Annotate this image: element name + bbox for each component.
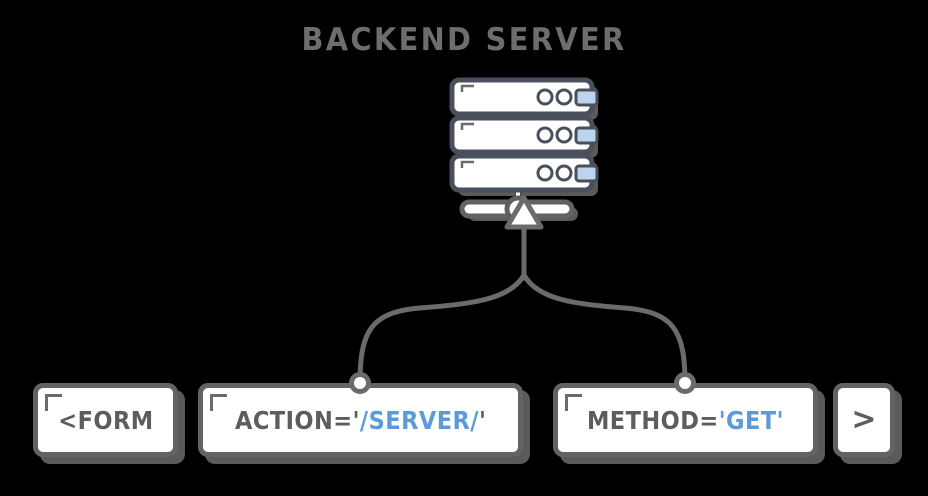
form-tag-label: <FORM xyxy=(57,405,154,435)
method-close-quote: ' xyxy=(776,405,784,435)
method-attribute-card[interactable]: METHOD='GET' xyxy=(553,383,818,457)
form-tag-card[interactable]: <FORM xyxy=(33,383,178,457)
method-open-quote: ' xyxy=(718,405,727,435)
method-attribute-label: METHOD='GET' xyxy=(587,406,784,435)
action-close-quote: ' xyxy=(478,405,487,435)
method-key: METHOD= xyxy=(587,405,719,435)
server-unit xyxy=(449,77,599,117)
page-title: BACKEND SERVER xyxy=(301,22,627,58)
action-value: /SERVER/ xyxy=(359,405,479,435)
corner-bracket-icon xyxy=(565,394,582,411)
corner-bracket-icon xyxy=(45,394,62,411)
method-value: GET xyxy=(726,405,777,435)
server-rack-icon xyxy=(449,77,599,223)
action-attribute-label: ACTION='/SERVER/' xyxy=(235,406,486,435)
action-connector-node[interactable] xyxy=(349,372,371,394)
server-unit xyxy=(449,153,599,193)
server-unit xyxy=(449,115,599,155)
corner-bracket-icon xyxy=(210,394,227,411)
close-tag-card[interactable]: > xyxy=(833,383,895,457)
chevron-right-icon: > xyxy=(851,402,877,437)
method-connector-node[interactable] xyxy=(674,372,696,394)
action-open-quote: ' xyxy=(352,405,360,435)
arrow-up-triangle-icon xyxy=(504,195,544,230)
action-key: ACTION= xyxy=(234,405,353,435)
action-attribute-card[interactable]: ACTION='/SERVER/' xyxy=(198,383,523,457)
